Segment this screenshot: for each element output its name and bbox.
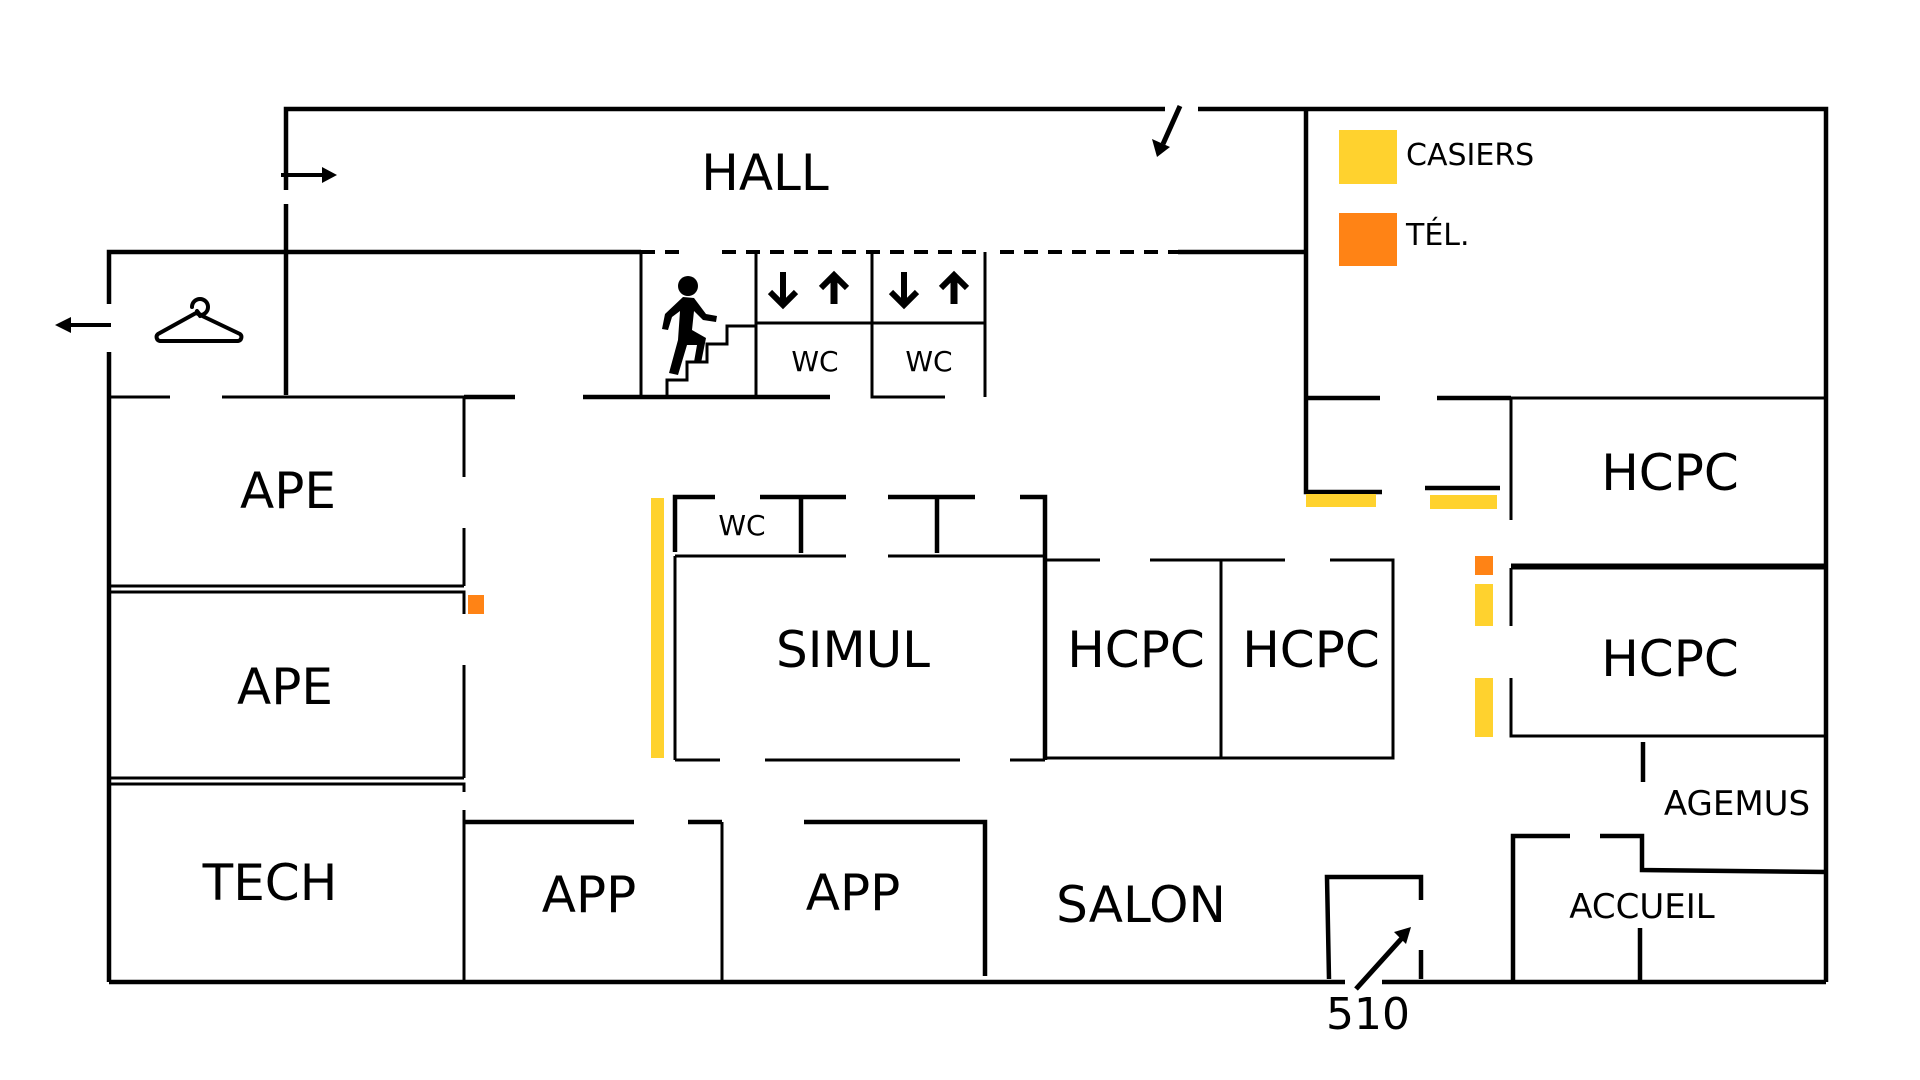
legend-label-tel: TÉL. [1405, 217, 1470, 253]
outer-walls [106, 106, 1829, 985]
bottom-rooms [464, 819, 988, 982]
room-label-hcpc-right-2: HCPC [1601, 630, 1739, 688]
room510-wall [1324, 874, 1424, 980]
left-column [109, 394, 830, 982]
wc-divider [870, 252, 945, 399]
coat-hanger-icon [154, 297, 244, 343]
accueil-top-left [1510, 833, 1570, 980]
room-label-wc-1: WC [791, 345, 838, 378]
room-labels: HALL APE APE TECH APP APP SALON SIMUL HC… [202, 144, 1810, 1040]
room-label-salon: SALON [1056, 876, 1226, 934]
phone-left [468, 595, 484, 614]
locker-right-4 [1475, 678, 1493, 737]
stairs-elevators-block [639, 252, 987, 399]
stairs-steps [665, 324, 756, 397]
locker-right-3 [1475, 584, 1493, 626]
tech-top [109, 782, 466, 792]
accueil-top-right [1600, 833, 1827, 875]
room-label-hcpc-center-2: HCPC [1242, 621, 1380, 679]
legend-label-casiers: CASIERS [1406, 138, 1534, 173]
room-label-simul: SIMUL [776, 621, 930, 679]
locker-right-2 [1430, 495, 1497, 509]
ape2-top [109, 590, 466, 614]
app2-top [804, 819, 988, 976]
center-block [672, 494, 1395, 762]
right-column [1306, 395, 1827, 982]
entrance-arrow-icon [281, 167, 337, 183]
right-section-wall [1303, 109, 1382, 495]
room-label-ape-1: APE [240, 462, 336, 520]
room-510-arrow-icon [1354, 927, 1411, 991]
phone-right [1475, 556, 1493, 575]
hcpc-center-top-3 [1045, 558, 1395, 760]
stairs-person-icon [662, 276, 717, 375]
room-label-app-1: APP [542, 866, 637, 924]
room-label-hall: HALL [701, 144, 829, 202]
hcpc-r2-left-lower [1509, 678, 1826, 738]
room-label-accueil: ACCUEIL [1569, 887, 1715, 927]
hall-top-wall-right [1198, 106, 1829, 982]
room-label-hcpc-center-1: HCPC [1067, 621, 1205, 679]
room-number-510: 510 [1326, 989, 1410, 1040]
left-outer-wall-upper [106, 249, 286, 304]
exit-arrow-icon [55, 317, 111, 333]
elevator-arrows-icon-1 [767, 270, 850, 310]
room-label-tech: TECH [202, 854, 338, 912]
room-label-app-2: APP [806, 864, 901, 922]
lockers-phones [468, 494, 1497, 758]
legend: CASIERS TÉL. [1339, 130, 1534, 266]
room-label-wc-2: WC [905, 345, 952, 378]
room-label-ape-2: APE [237, 658, 333, 716]
legend-swatch-tel [1339, 213, 1397, 266]
center-top-right [1020, 494, 1048, 760]
locker-center-left [651, 498, 664, 758]
wc3-top-left [672, 494, 715, 552]
door-arrow-icon [1152, 104, 1183, 157]
hall-top-wall-left [283, 106, 1165, 190]
room-label-hcpc-right-1: HCPC [1601, 444, 1739, 502]
locker-right-1 [1306, 494, 1376, 507]
elevator-arrows-icon-2 [888, 270, 970, 310]
legend-swatch-casiers [1339, 130, 1397, 184]
room-label-wc-3: WC [718, 509, 765, 542]
room-label-agemus: AGEMUS [1664, 784, 1810, 824]
